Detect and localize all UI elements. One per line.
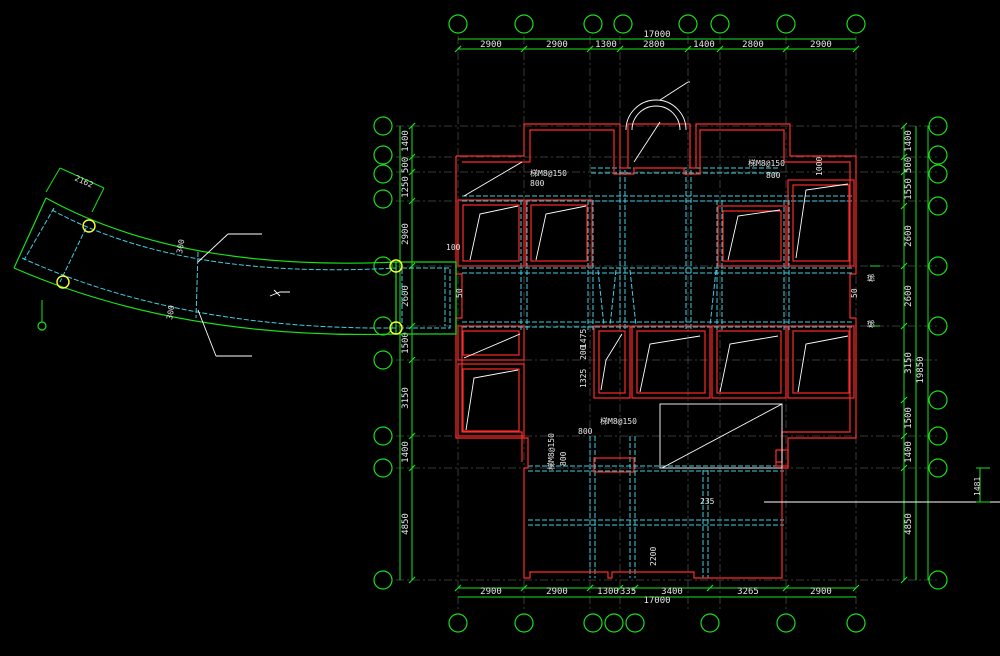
bottom-total-dim: 17000 — [643, 596, 670, 606]
bottom-dim-6: 3265 — [737, 587, 759, 597]
right-dim-3: 1550 — [904, 178, 914, 200]
right-dim-6: 3150 — [904, 352, 914, 374]
right-dim-4: 2600 — [904, 225, 914, 247]
right-dim-5: 2600 — [904, 285, 914, 307]
side-mark-2: 梯 — [866, 320, 876, 328]
left-dim-6: 1500 — [401, 332, 411, 354]
slab-marks — [463, 81, 849, 469]
bottom-dim-2: 2900 — [546, 587, 568, 597]
top-dim-2: 2900 — [546, 40, 568, 50]
bridge-300-bottom: 300 — [165, 304, 176, 320]
beam-note-top-left-b: 800 — [530, 179, 545, 188]
left-dim-5: 2600 — [401, 285, 411, 307]
bottom-dim-4: 335 — [620, 587, 636, 597]
top-dimension-text: 17000 2900 2900 1300 2800 1400 2800 2900 — [480, 30, 832, 50]
curved-bridge — [13, 167, 397, 357]
dim-1325: 1325 — [579, 369, 588, 388]
right-dim-2: 500 — [904, 157, 914, 173]
beam-note-vertical: 梯M8@150 — [546, 433, 556, 470]
left-platform — [395, 261, 457, 335]
left-dim-8: 1400 — [401, 441, 411, 463]
top-dim-1: 2900 — [480, 40, 502, 50]
side-mark-1: 梯 — [866, 274, 876, 282]
right-dim-1: 1400 — [904, 130, 914, 152]
top-dim-7: 2900 — [810, 40, 832, 50]
bottom-dim-1: 2900 — [480, 587, 502, 597]
dim-1000: 1000 — [815, 157, 824, 176]
bottom-dim-7: 2900 — [810, 587, 832, 597]
dim-50-left: 50 — [455, 288, 464, 298]
right-total-dim: 19850 — [916, 356, 926, 383]
beam-note-top-left: 梯M8@150 — [530, 168, 567, 178]
dim-200: 200 — [579, 345, 588, 360]
beam-note-mid-b: 800 — [578, 427, 593, 436]
wall-outlines — [455, 123, 857, 579]
axis-bubbles-top — [448, 14, 866, 34]
left-dim-1: 1400 — [401, 130, 411, 152]
right-dim-8: 1400 — [904, 441, 914, 463]
dimension-ticks — [408, 45, 908, 592]
left-dimension-text: 1400 500 1250 2900 2600 1500 3150 1400 4… — [401, 130, 411, 535]
annotation-text: 梯M8@150 800 梯M8@150 800 梯M8@150 800 梯M8@… — [73, 157, 982, 566]
dim-235: 235 — [700, 497, 715, 506]
beam-note-top-right-b: 800 — [766, 171, 781, 180]
top-dim-6: 2800 — [742, 40, 764, 50]
left-dim-2: 500 — [401, 157, 411, 173]
bridge-width-dim: 2162 — [73, 174, 94, 190]
right-dim-9: 4850 — [904, 513, 914, 535]
dim-1481: 1481 — [973, 477, 982, 496]
axis-bubbles-right — [928, 116, 948, 590]
dim-50-right: 50 — [850, 288, 859, 298]
bottom-dimension-text: 2900 2900 1300 335 3400 3265 2900 17000 — [480, 587, 832, 606]
top-dim-3: 1300 — [595, 40, 617, 50]
top-total-dim: 17000 — [643, 30, 670, 40]
bridge-300-top: 300 — [175, 238, 186, 254]
dimension-lines — [399, 38, 929, 598]
right-dimension-text: 1400 500 1550 2600 2600 3150 1500 1400 4… — [904, 130, 926, 535]
left-dim-7: 3150 — [401, 387, 411, 409]
axis-bubbles-left — [373, 116, 393, 590]
top-dim-4: 2800 — [643, 40, 665, 50]
beam-note-mid: 梯M8@150 — [600, 416, 637, 426]
axis-bubbles-bottom — [448, 613, 866, 633]
left-dim-9: 4850 — [401, 513, 411, 535]
left-dim-3: 1250 — [401, 176, 411, 198]
right-dim-7: 1500 — [904, 407, 914, 429]
right-side-marks — [764, 265, 1000, 503]
bottom-dim-5: 3400 — [661, 587, 683, 597]
beam-note-top-right: 梯M8@150 — [748, 158, 785, 168]
connection-markers — [56, 219, 403, 335]
horizontal-grid-axes — [396, 125, 940, 581]
beam-note-vertical-b: 800 — [559, 451, 568, 466]
vertical-grid-axes — [457, 36, 857, 612]
left-dim-4: 2900 — [401, 223, 411, 245]
dim-100: 100 — [446, 243, 461, 252]
dim-2200: 2200 — [649, 547, 658, 566]
dim-1475: 1475 — [579, 329, 588, 348]
top-dim-5: 1400 — [693, 40, 715, 50]
beam-lines — [444, 167, 852, 578]
bottom-dim-3: 1300 — [597, 587, 619, 597]
